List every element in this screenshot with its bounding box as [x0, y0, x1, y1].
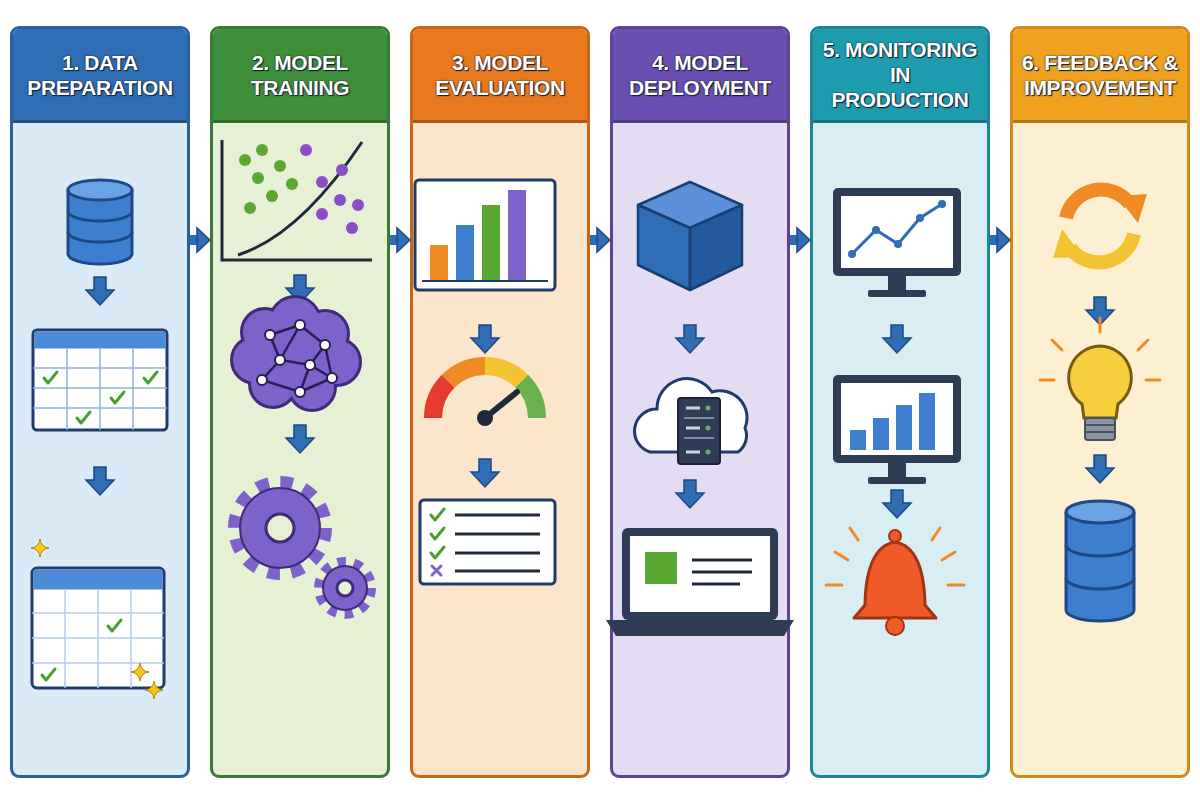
column-header: 1. DATA PREPARATION [13, 29, 187, 123]
column-header: 5. MONITORING IN PRODUCTION [813, 29, 987, 123]
stage-column: 2. MODEL TRAINING [210, 26, 390, 778]
column-header: 4. MODEL DEPLOYMENT [613, 29, 787, 123]
stage-column: 4. MODEL DEPLOYMENT [610, 26, 790, 778]
arrow-head [997, 228, 1010, 252]
arrow-head [397, 228, 410, 252]
connector-shaft [590, 235, 598, 245]
column-header: 2. MODEL TRAINING [213, 29, 387, 123]
flow-connector [790, 228, 810, 252]
header-text: 6. FEEDBACK & IMPROVEMENT [1019, 50, 1181, 100]
connector-shaft [390, 235, 398, 245]
stage-column: 3. MODEL EVALUATION [410, 26, 590, 778]
flow-connector [990, 228, 1010, 252]
connector-shaft [790, 235, 798, 245]
arrow-head [597, 228, 610, 252]
stage-column: 5. MONITORING IN PRODUCTION [810, 26, 990, 778]
connector-shaft [990, 235, 998, 245]
header-text: 1. DATA PREPARATION [19, 50, 181, 100]
flow-connector [190, 228, 210, 252]
arrow-head [797, 228, 810, 252]
stage-column: 1. DATA PREPARATION [10, 26, 190, 778]
header-text: 2. MODEL TRAINING [219, 50, 381, 100]
flow-connector [390, 228, 410, 252]
arrow-head [197, 228, 210, 252]
header-text: 5. MONITORING IN PRODUCTION [819, 37, 981, 112]
stage-column: 6. FEEDBACK & IMPROVEMENT [1010, 26, 1190, 778]
header-text: 3. MODEL EVALUATION [419, 50, 581, 100]
connector-shaft [190, 235, 198, 245]
column-header: 3. MODEL EVALUATION [413, 29, 587, 123]
flow-connector [590, 228, 610, 252]
header-text: 4. MODEL DEPLOYMENT [619, 50, 781, 100]
column-header: 6. FEEDBACK & IMPROVEMENT [1013, 29, 1187, 123]
